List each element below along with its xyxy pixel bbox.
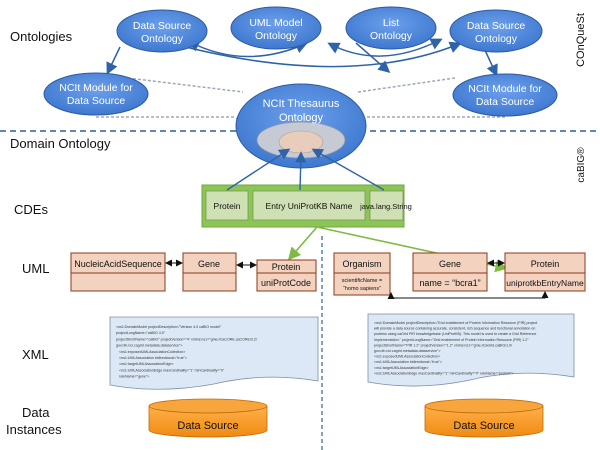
uml-class-name: Protein: [272, 262, 301, 272]
ontology-label: Data Source: [467, 20, 526, 32]
uml-class-nucleic-acid: NucleicAcidSequence: [70, 252, 166, 292]
data-source-label: Data Source: [453, 420, 514, 432]
side-label-cabig: caBIG®: [576, 147, 587, 183]
xml-line: <ns1:UMLAssociation bidirectional="true"…: [374, 360, 442, 364]
uml-class-name: Protein: [531, 259, 560, 269]
uml-class-name: NucleicAcidSequence: [74, 259, 162, 269]
xml-line: Implementation." projectLongName="Grid e…: [374, 338, 529, 342]
section-label-data: Data: [22, 405, 50, 420]
ontology-label: NCIt Module for: [59, 82, 133, 94]
ontology-label: Data Source: [133, 20, 192, 32]
ontology-ncit-module-right: NCIt Module for Data Source: [452, 73, 558, 117]
xml-line: projectShortName="caBIO" projectVersion=…: [116, 337, 257, 341]
ontology-links: [106, 34, 498, 77]
xml-line: <ns1:DomainModel projectDescription="End…: [374, 321, 537, 325]
ontology-list: List Ontology: [345, 6, 437, 50]
uml-class-gene-left: Gene: [182, 252, 237, 292]
ontology-label: Ontology: [255, 30, 298, 42]
ontology-label: Ontology: [475, 33, 518, 45]
xml-line: <ns1:exposedUMLAssociationCollection>: [119, 350, 185, 354]
section-label-uml: UML: [22, 261, 49, 276]
cde-to-thesaurus-links: [226, 148, 385, 191]
xml-line: will provide a data source containing ac…: [374, 327, 535, 331]
ontology-ncit-module-left: NCIt Module for Data Source: [43, 72, 149, 116]
xml-line: projectLongName="caBIO 4.0": [116, 331, 166, 335]
ontology-uml-model: UML Model Ontology: [230, 6, 322, 50]
uml-class-protein-right: Protein uniprotkbEntryName: [504, 252, 586, 292]
xml-line: <ns1:targetUMLAssociationEdge>: [374, 366, 429, 370]
ontology-label: NCIt Module for: [468, 83, 542, 95]
section-label-xml: XML: [22, 347, 49, 362]
data-source-left-cylinder: Data Source: [148, 398, 268, 438]
data-source-right-cylinder: Data Source: [424, 398, 544, 438]
ontology-label: Ontology: [370, 30, 413, 42]
section-label-instances: Instances: [6, 422, 62, 437]
xml-line: <ns1:targetUMLAssociationEdge>: [119, 362, 174, 366]
xml-line: gov.nih.nci.cagrid.metadata.dataservice"…: [116, 344, 182, 348]
xml-line: <ns1:UMLAssociationEdge maxCardinality="…: [119, 368, 225, 372]
uml-class-name: Organism: [342, 259, 381, 269]
section-label-cdes: CDEs: [14, 202, 48, 217]
ontology-label: Data Source: [476, 96, 535, 108]
thesaurus-core: [278, 130, 324, 154]
uml-class-organism: Organism scientificName = “homo sapiens”: [333, 252, 391, 296]
xml-line: <ns1:DomainModel projectDescription="Ver…: [116, 325, 222, 329]
uml-attribute: scientificName =: [342, 278, 383, 284]
ontology-label: UML Model: [249, 17, 302, 29]
ontology-label: Ontology: [141, 33, 184, 45]
ontology-data-source-right: Data Source Ontology: [449, 9, 543, 53]
xml-line: <ns1:exposedUMLAssociationCollection>: [374, 355, 440, 359]
side-label-conquest: COnQueSt: [575, 13, 587, 67]
uml-left-diagram: NucleicAcidSequence Gene Protein uniProt…: [70, 252, 317, 292]
section-label-domain-ontology: Domain Ontology: [10, 136, 111, 151]
ontology-data-source-left: Data Source Ontology: [116, 9, 208, 53]
uml-attribute: “homo sapiens”: [343, 286, 381, 292]
xml-line: roleName="gene">: [119, 375, 149, 379]
ontology-label: List: [383, 17, 399, 29]
uml-class-name: Gene: [439, 259, 461, 269]
cde-java-string-box-outline: [369, 190, 404, 221]
section-label-ontologies: Ontologies: [10, 29, 73, 44]
uml-assoc-organism-protein: [387, 291, 549, 299]
xml-line: <ns1:UMLAssociationEdge maxCardinality="…: [374, 371, 513, 375]
xml-line: proteins using caGrid PIR knowledgebase …: [374, 332, 536, 336]
cde-protein-box: [205, 190, 249, 221]
data-source-label: Data Source: [177, 420, 238, 432]
cde-protein-label: Protein: [214, 201, 241, 211]
cde-entry-name-label: Entry UniProtKB Name: [266, 201, 353, 211]
uml-class-name: Gene: [198, 259, 220, 269]
uml-attribute: uniprotkbEntryName: [506, 278, 584, 288]
xml-document-right: <ns1:DomainModel projectDescription="End…: [367, 313, 575, 387]
xml-line: <ns1:UMLAssociation bidirectional="true"…: [119, 356, 187, 360]
uml-attribute: uniProtCode: [261, 278, 311, 288]
ontology-label: Data Source: [67, 95, 126, 107]
uml-class-protein-left: Protein uniProtCode: [256, 259, 317, 292]
ontology-label: Ontology: [279, 112, 324, 124]
uml-attribute: name = “bcra1”: [419, 278, 480, 288]
uml-right-diagram: Organism scientificName = “homo sapiens”…: [333, 252, 586, 299]
ontology-label: NCIt Thesaurus: [263, 98, 340, 110]
cde-java-string-label: java.lang.String: [359, 202, 412, 211]
xml-line: projectShortName="PIR 1.2" projectVersio…: [374, 343, 512, 347]
uml-class-gene-right: Gene name = “bcra1”: [412, 252, 488, 292]
xml-line: gov.nih.nci.cagrid.metadata.dataservice"…: [374, 349, 440, 353]
cde-entry-name-box: [252, 190, 366, 221]
xml-document-left: <ns1:DomainModel projectDescription="Ver…: [109, 316, 319, 390]
